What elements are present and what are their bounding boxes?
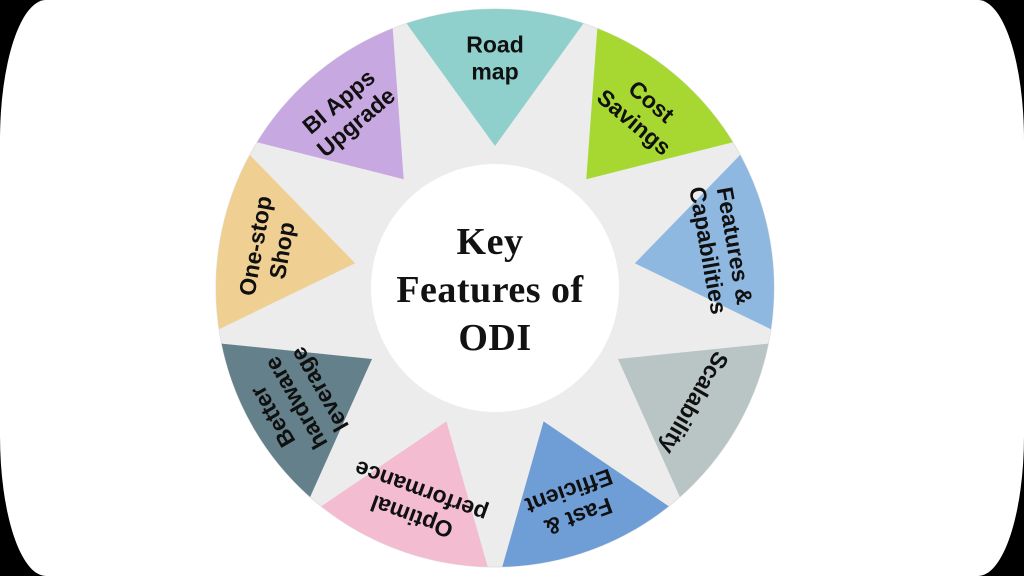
wheel-segment-features-capabilities: [634, 154, 774, 330]
center-circle: [371, 164, 619, 412]
wheel-segment-scalability: [618, 343, 769, 497]
wheel-segment-fast-efficient: [502, 421, 669, 567]
wheel-segment-cost-savings: [586, 28, 733, 180]
wheel-segment-optimal-performance: [321, 421, 488, 567]
center-title-line-3: ODI: [458, 317, 531, 359]
wheel-segment-better-hardware-leverage: [221, 343, 372, 497]
center-title-line-1: Key: [457, 221, 524, 263]
wheel-segment-bi-apps-upgrade: [257, 28, 404, 180]
center-title: Key Features of ODI: [396, 221, 593, 359]
wheel-segment-one-stop-shop: [216, 154, 356, 330]
center-title-line-2: Features of: [396, 269, 584, 311]
wheel-segment-road-map: [406, 8, 584, 147]
